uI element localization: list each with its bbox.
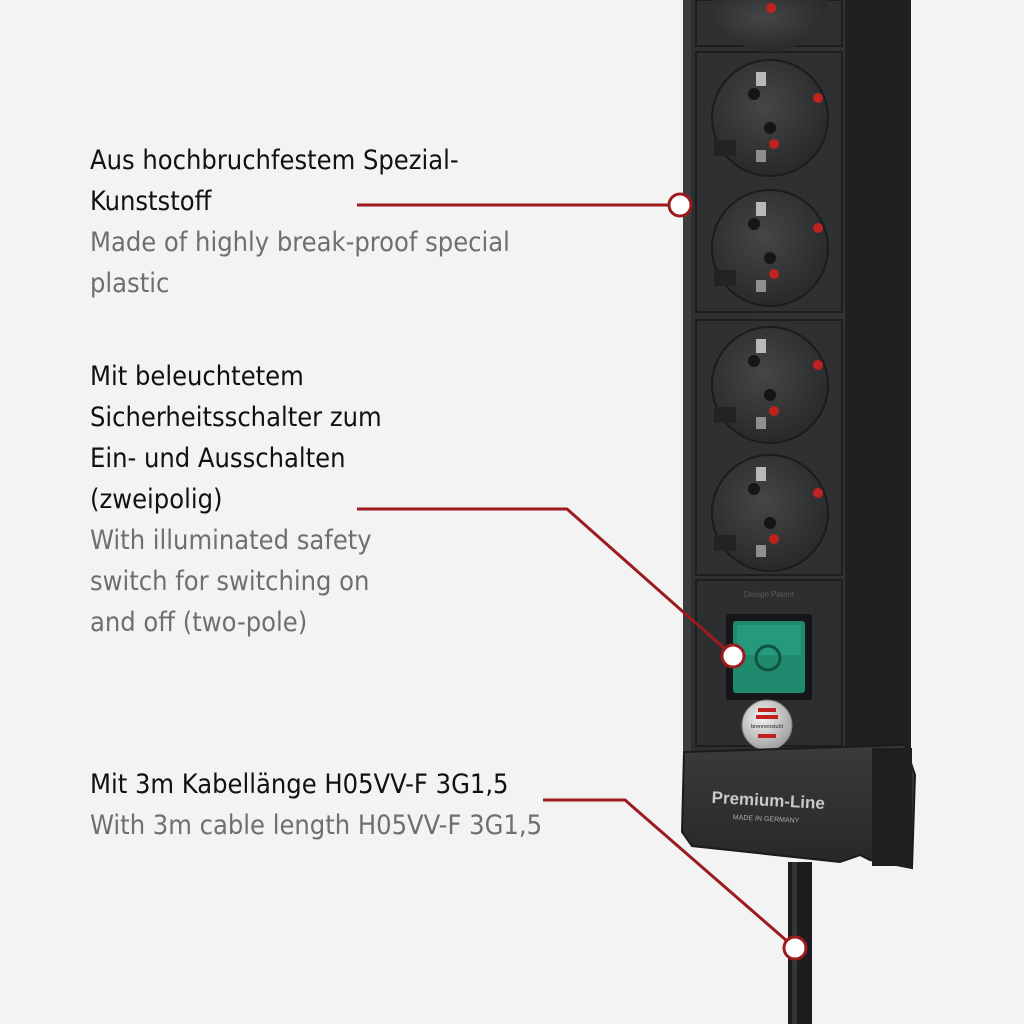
power-symbol-icon bbox=[754, 644, 782, 672]
feature-plastic-en-line: plastic bbox=[90, 268, 170, 299]
feature-switch-de-line: Ein- und Ausschalten bbox=[90, 443, 346, 474]
feature-switch-de-line: Mit beleuchtetem bbox=[90, 361, 304, 392]
feature-plastic: Aus hochbruchfestem Spezial- Kunststoff … bbox=[90, 140, 510, 304]
socket-icon bbox=[711, 59, 829, 177]
callout-line-cable bbox=[543, 798, 796, 950]
feature-switch-de-line: Sicherheitsschalter zum bbox=[90, 402, 382, 433]
callout-markers bbox=[667, 192, 808, 961]
socket-icon bbox=[711, 189, 829, 307]
feature-switch: Mit beleuchtetem Sicherheitsschalter zum… bbox=[90, 356, 420, 643]
callout-lines bbox=[357, 203, 796, 950]
feature-switch-en-line: and off (two-pole) bbox=[90, 607, 308, 638]
callout-line-switch bbox=[357, 507, 734, 658]
callout-marker-icon bbox=[667, 192, 693, 218]
callout-marker-icon bbox=[720, 643, 746, 669]
switch-label: Design Patent bbox=[744, 590, 795, 599]
power-switch[interactable]: Design Patent bbox=[726, 590, 812, 700]
feature-switch-en-line: switch for switching on bbox=[90, 566, 370, 597]
feature-switch-de-line: (zweipolig) bbox=[90, 484, 223, 515]
feature-plastic-de-line: Kunststoff bbox=[90, 186, 212, 217]
feature-plastic-de-line: Aus hochbruchfestem Spezial- bbox=[90, 145, 459, 176]
logo-text: brennenstuhl bbox=[751, 724, 783, 730]
brand-logo: brennenstuhl bbox=[741, 699, 793, 751]
socket-icon bbox=[711, 326, 829, 444]
feature-plastic-en-line: Made of highly break-proof special bbox=[90, 227, 510, 258]
feature-cable-de-line: Mit 3m Kabellänge H05VV-F 3G1,5 bbox=[90, 769, 509, 800]
cap-sublabel: MADE IN GERMANY bbox=[733, 814, 800, 824]
end-cap: Premium-Line MADE IN GERMANY bbox=[680, 743, 917, 870]
socket-icon bbox=[711, 454, 829, 572]
feature-cable: Mit 3m Kabellänge H05VV-F 3G1,5 With 3m … bbox=[90, 764, 590, 846]
feature-switch-en-line: With illuminated safety bbox=[90, 525, 372, 556]
callout-marker-icon bbox=[782, 935, 808, 961]
socket-icon bbox=[712, 0, 828, 52]
feature-cable-en-line: With 3m cable length H05VV-F 3G1,5 bbox=[90, 810, 543, 841]
